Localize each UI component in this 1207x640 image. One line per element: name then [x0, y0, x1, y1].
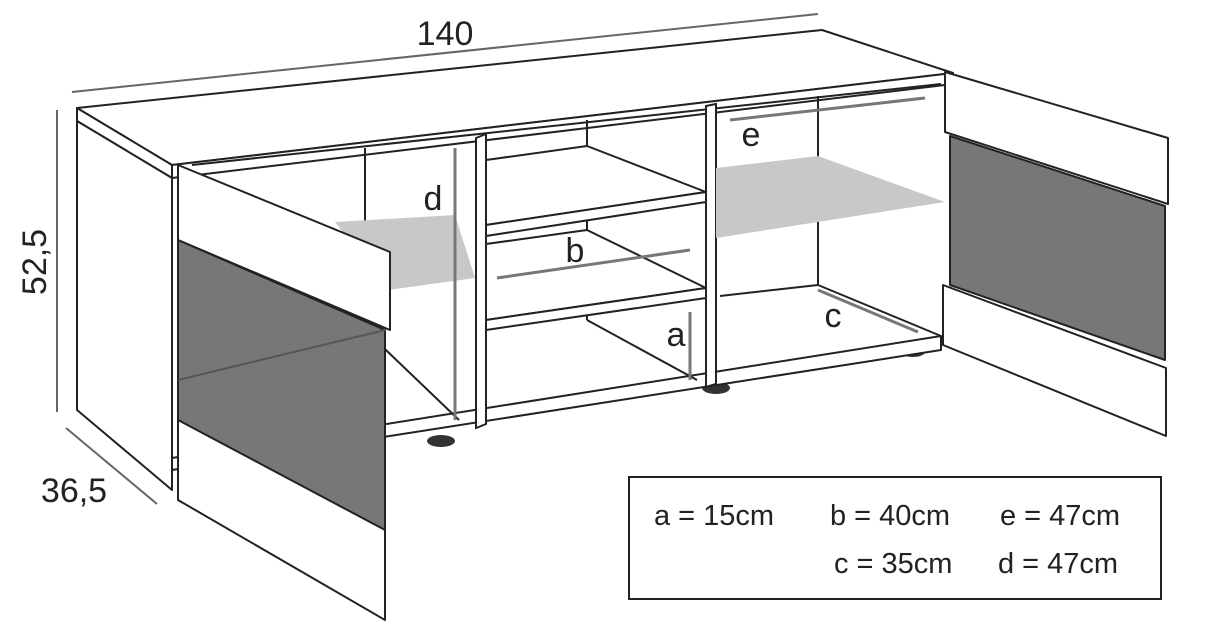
foot: [427, 435, 455, 447]
depth-label: 36,5: [41, 472, 107, 510]
middle-shelves: [485, 145, 707, 331]
glass-shelves: [335, 156, 945, 290]
divider-right: [705, 102, 717, 389]
glass-shelf-right: [716, 156, 945, 238]
back-top-line: [191, 83, 942, 166]
label-d: d: [424, 180, 443, 218]
label-c: c: [825, 297, 842, 335]
legend-b: b = 40cm: [830, 500, 951, 532]
height-label: 52,5: [16, 229, 54, 295]
glass-shelf-left: [335, 215, 475, 290]
floor-corner-line: [817, 284, 942, 337]
measure-line-e: [729, 96, 926, 122]
label-a: a: [667, 316, 686, 354]
legend-a: a = 15cm: [654, 500, 775, 532]
floor-back-line: [719, 284, 819, 297]
measure-line-b: [496, 248, 691, 280]
left-door: [177, 164, 391, 621]
shelf-lower-edge: [485, 287, 707, 331]
divider-left: [475, 132, 487, 430]
width-label: 140: [417, 15, 474, 53]
shelf-upper-edge: [485, 191, 707, 237]
divider-panel: [475, 132, 487, 430]
label-e: e: [742, 116, 761, 154]
right-door: [942, 71, 1169, 437]
measure-line-c: [817, 288, 919, 334]
legend-d: d = 47cm: [998, 548, 1119, 580]
door-glass: [949, 135, 1166, 361]
measurement-legend: a = 15cm b = 40cm e = 47cm c = 35cm d = …: [628, 476, 1162, 600]
left-side-panel: [76, 120, 173, 491]
door-top-frame: [944, 71, 1169, 205]
floor-corner-line: [586, 319, 698, 381]
legend-c: c = 35cm: [834, 548, 953, 580]
door-reflection-line: [177, 329, 386, 381]
door-bottom-frame: [177, 419, 386, 621]
door-bottom-frame: [942, 284, 1167, 437]
label-b: b: [566, 232, 585, 270]
width-dimension-line: [71, 13, 819, 93]
dimension-lines: [56, 13, 819, 505]
measure-lines: [453, 96, 926, 420]
legend-e: e = 47cm: [1000, 500, 1121, 532]
door-top-frame: [177, 164, 391, 331]
divider-panel: [705, 102, 717, 389]
depth-dimension-line: [65, 427, 158, 505]
